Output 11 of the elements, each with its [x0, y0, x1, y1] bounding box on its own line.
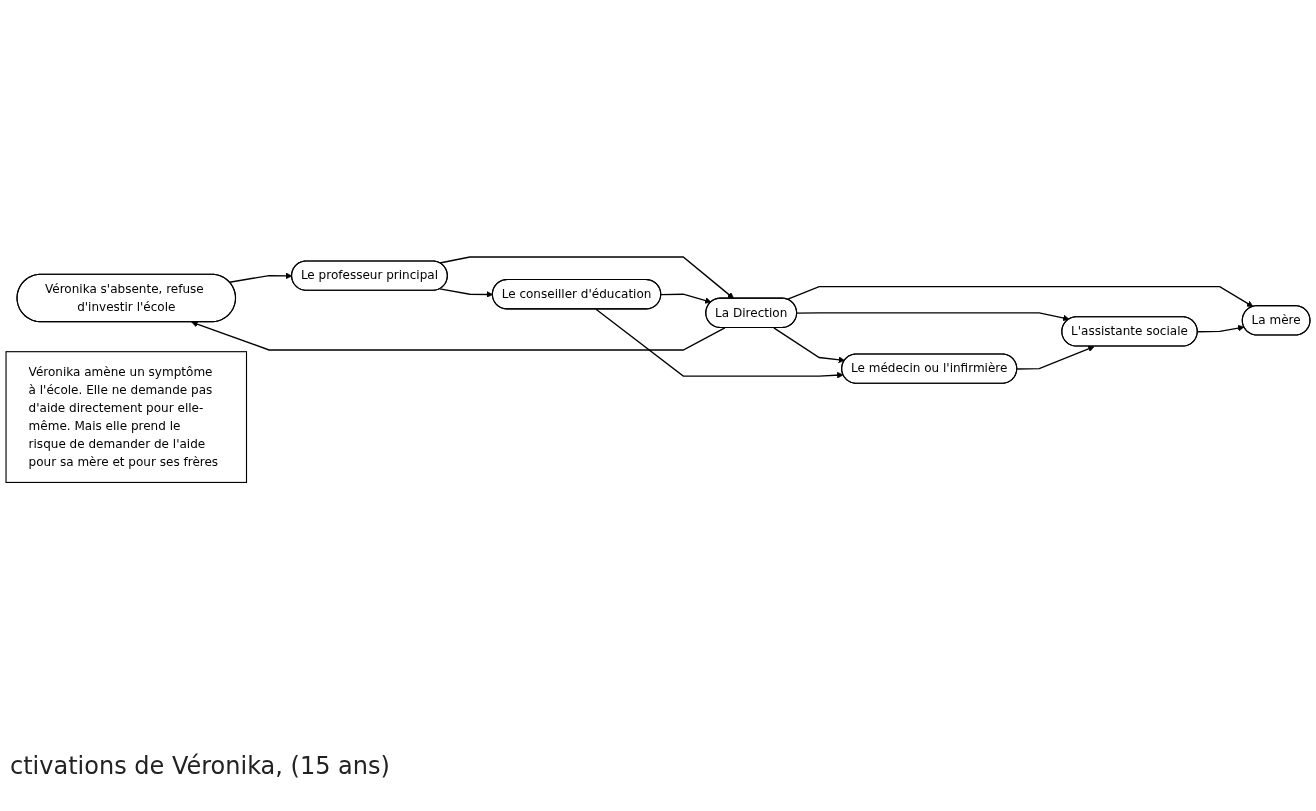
node-box: Véronika amène un symptôme à l'école. Elle ne demande pas d'aide directement pour elle-même. Mais elle prend le risque de demander de l'aide pour sa mère et pour ses frères — [5, 351, 248, 484]
arrow — [1016, 345, 1095, 370]
arrow — [439, 256, 735, 300]
arrow — [191, 321, 726, 351]
arrow — [595, 308, 844, 379]
caption-text: ctivations de Véronika, (15 ans) — [10, 752, 390, 780]
arrow — [773, 327, 846, 364]
arrow — [786, 286, 1254, 308]
arrow — [439, 288, 494, 299]
arrow — [660, 293, 712, 304]
arrow — [796, 312, 1070, 322]
